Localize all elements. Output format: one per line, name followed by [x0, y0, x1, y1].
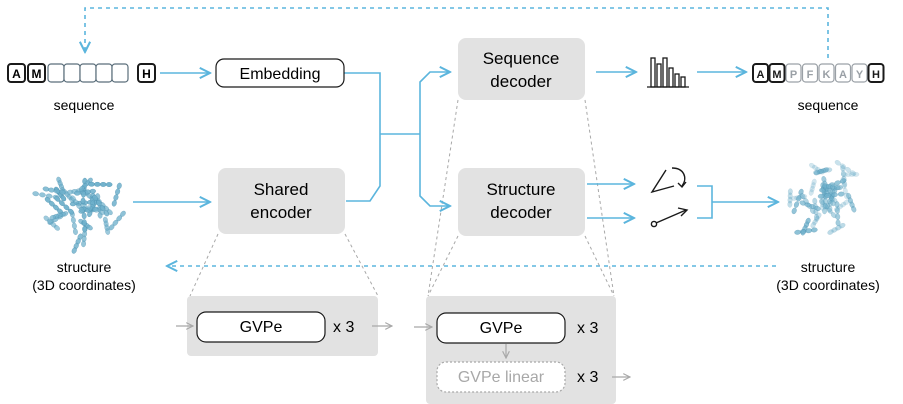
encoder-gvpe-layer: GVPe	[240, 319, 283, 336]
input-structure-label: structure	[57, 259, 112, 275]
svg-text:F: F	[807, 69, 814, 81]
svg-text:decoder: decoder	[490, 72, 552, 91]
structure-decoder-block: Structure decoder	[458, 168, 585, 236]
sequence-token: A	[752, 63, 769, 83]
sequence-token: K	[818, 63, 835, 83]
svg-text:Shared: Shared	[254, 180, 309, 199]
decoder-zoom-lines	[427, 99, 615, 297]
sequence-token: M	[27, 63, 46, 83]
sequence-token: A	[834, 63, 852, 83]
sequence-token	[47, 63, 65, 83]
svg-text:H: H	[872, 69, 880, 81]
encoder-zoom-lines	[189, 233, 379, 297]
svg-text:M: M	[772, 69, 781, 81]
bar-chart-icon	[647, 57, 689, 88]
svg-text:H: H	[142, 67, 151, 81]
decoder-gvpe-layer: GVPe	[480, 320, 523, 337]
svg-text:A: A	[757, 69, 765, 81]
svg-text:A: A	[839, 69, 847, 81]
sequence-decoder-block: Sequence decoder	[458, 38, 585, 100]
sequence-token	[63, 63, 81, 83]
protein-structure-icon	[787, 160, 860, 236]
embedding-block: Embedding	[215, 58, 345, 88]
svg-text:M: M	[32, 67, 42, 81]
svg-text:Structure: Structure	[487, 180, 556, 199]
sequence-token: A	[7, 63, 26, 83]
protein-structure-icon	[32, 176, 126, 254]
output-sequence-label: sequence	[798, 97, 859, 113]
decoder-detail-panel: GVPe x 3 GVPe linear x 3	[414, 296, 630, 404]
sequence-token: Y	[851, 63, 868, 83]
output-structure-sublabel: (3D coordinates)	[776, 277, 880, 293]
decoder-gvpe-repeat: x 3	[577, 320, 598, 337]
svg-text:decoder: decoder	[490, 203, 552, 222]
svg-text:Sequence: Sequence	[483, 49, 560, 68]
svg-text:Embedding: Embedding	[240, 66, 321, 83]
encoder-gvpe-repeat: x 3	[333, 319, 354, 336]
input-structure-sublabel: (3D coordinates)	[32, 277, 136, 293]
sequence-token: H	[137, 63, 156, 83]
rotation-icon	[650, 167, 687, 194]
input-sequence-label: sequence	[54, 97, 115, 113]
sequence-token: F	[801, 63, 819, 83]
sequence-token: P	[785, 63, 802, 83]
shared-encoder-block: Shared encoder	[218, 168, 345, 234]
translation-icon	[650, 207, 689, 228]
encoder-detail-panel: GVPe x 3	[176, 296, 392, 356]
svg-text:A: A	[12, 67, 21, 81]
svg-text:P: P	[790, 69, 797, 81]
svg-text:Y: Y	[856, 69, 864, 81]
sequence-token: M	[768, 63, 786, 83]
sequence-token	[111, 63, 129, 83]
flow-arrows	[133, 72, 778, 218]
sequence-feedback-arrow	[85, 7, 829, 58]
sequence-token	[95, 63, 113, 83]
svg-text:encoder: encoder	[250, 203, 312, 222]
decoder-gvpe-linear: GVPe linear	[458, 369, 545, 386]
sequence-token: H	[867, 63, 885, 83]
sequence-token	[79, 63, 97, 83]
svg-text:K: K	[823, 69, 831, 81]
decoder-gvpe-linear-repeat: x 3	[577, 369, 598, 386]
output-structure-label: structure	[801, 259, 856, 275]
